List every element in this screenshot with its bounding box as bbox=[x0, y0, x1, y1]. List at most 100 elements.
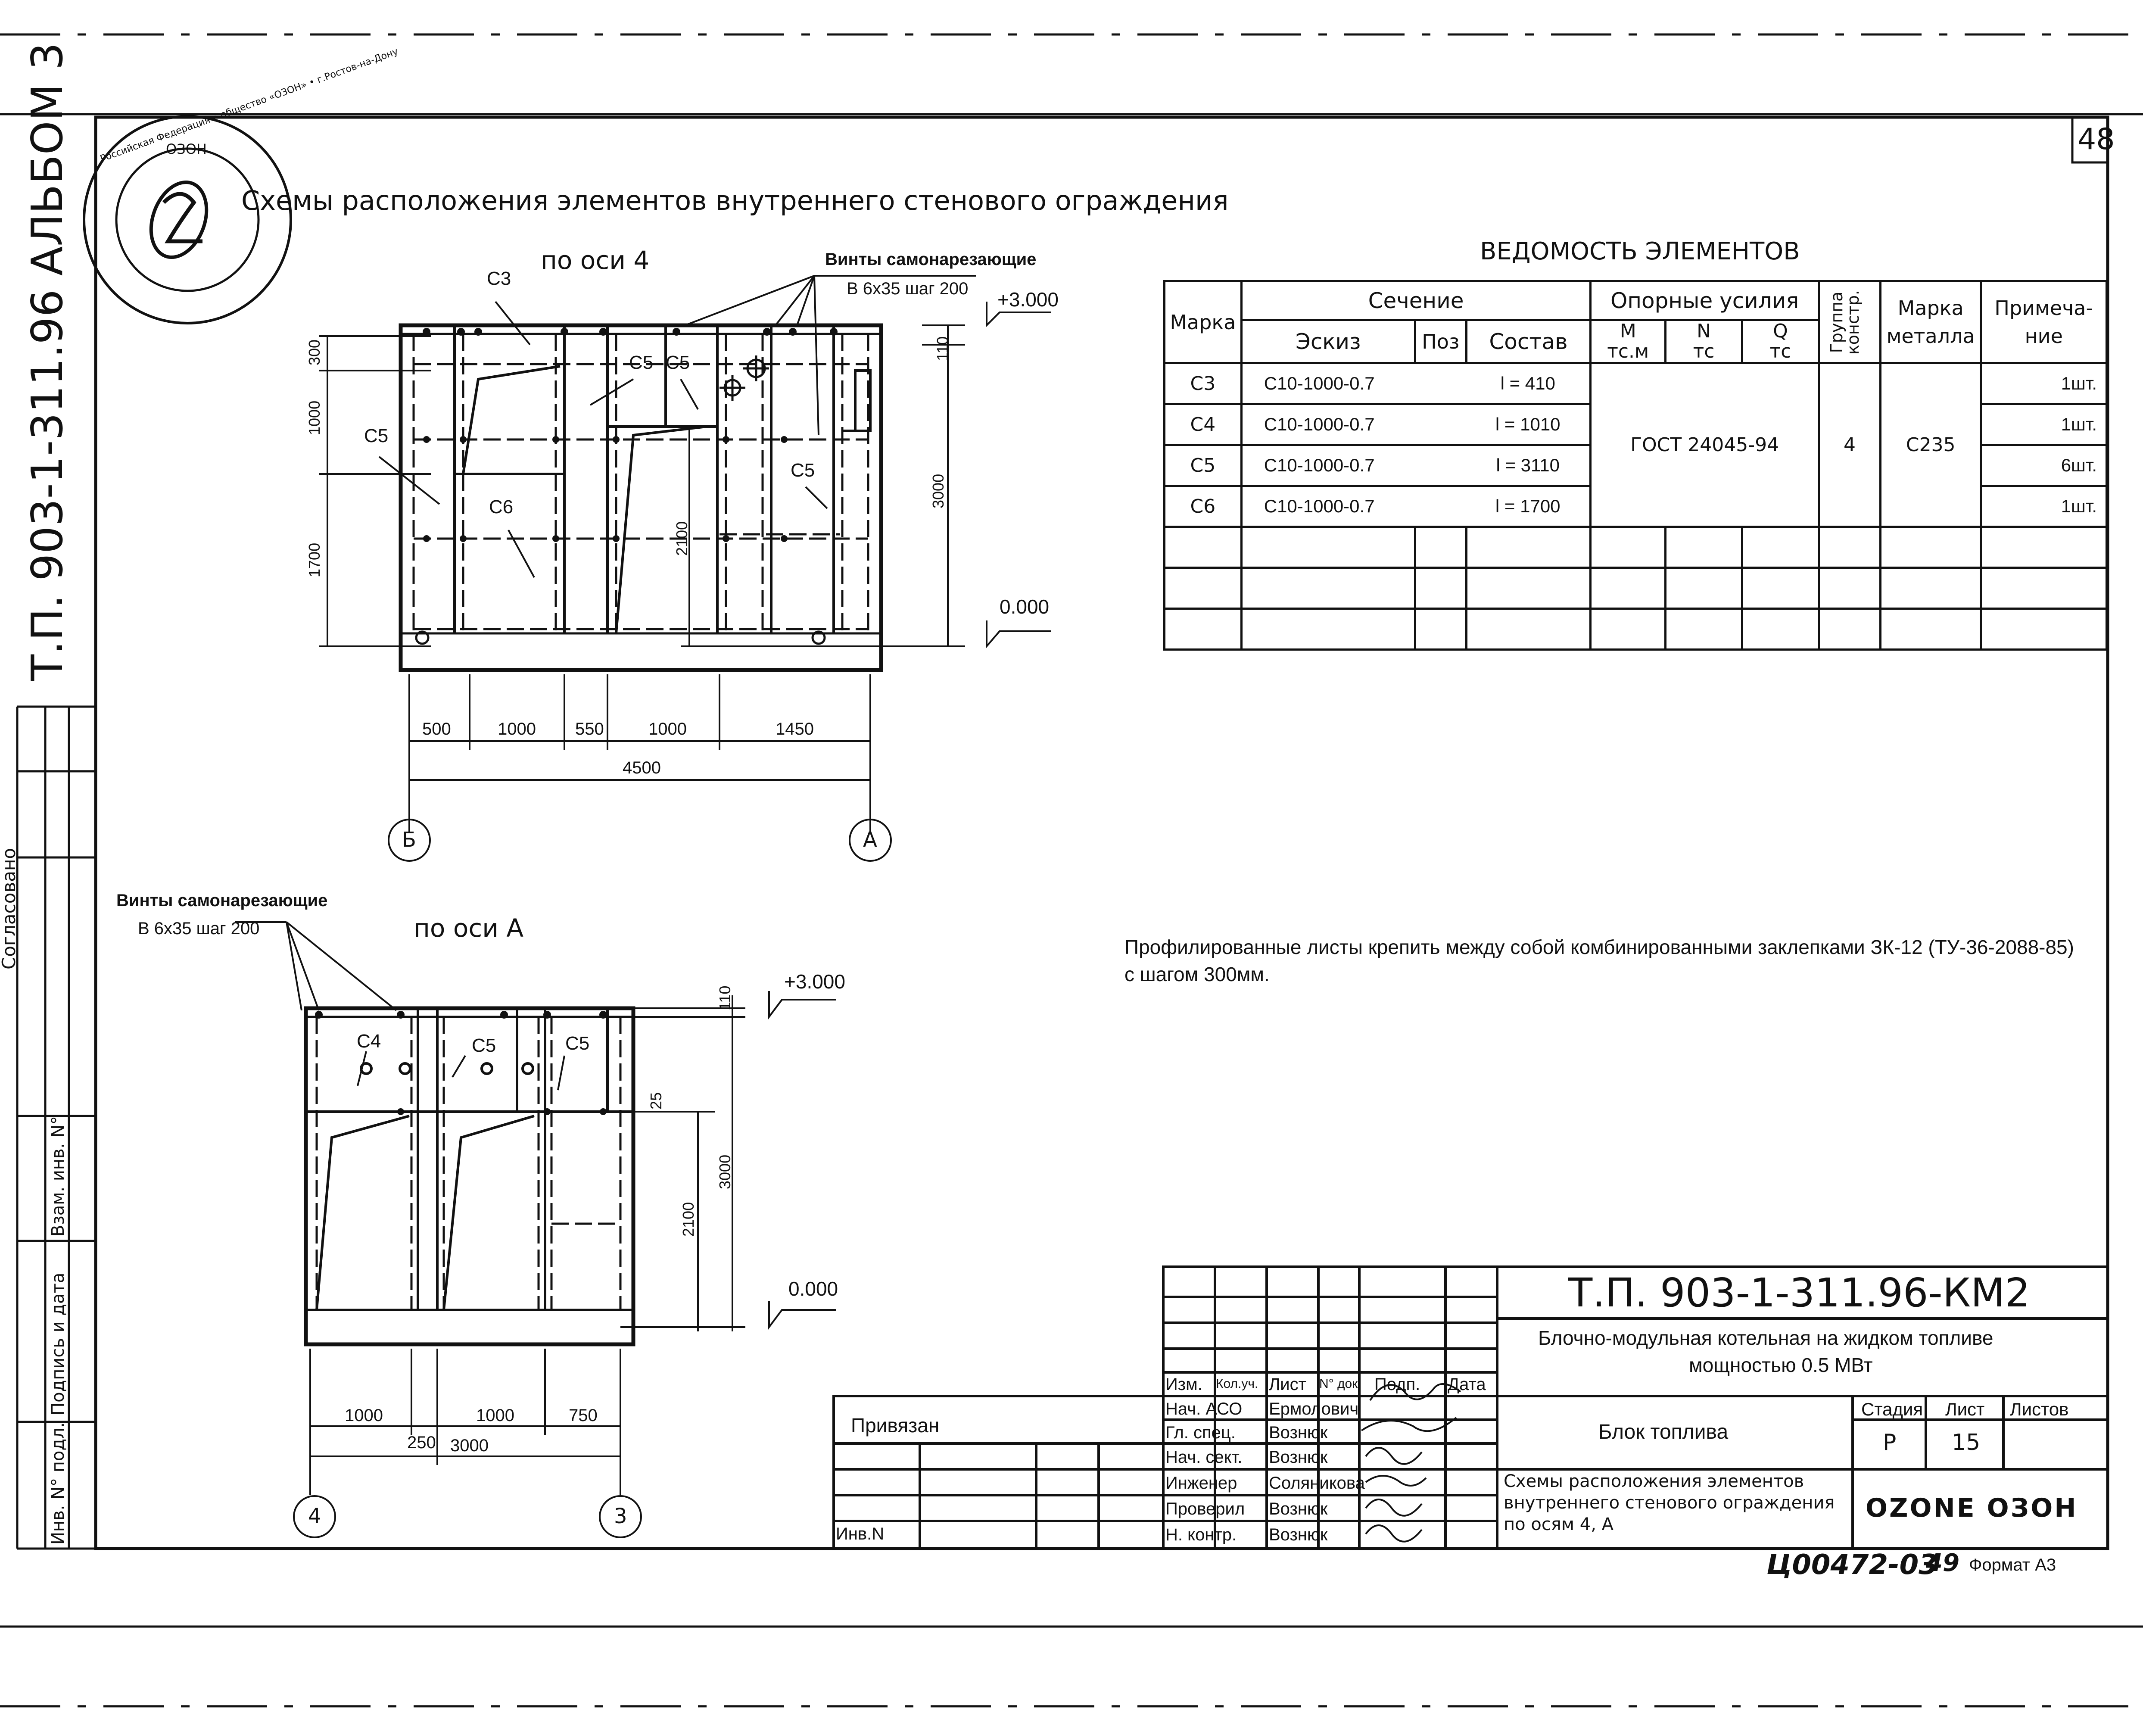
schedule-metal-value: С235 bbox=[1879, 362, 1982, 528]
schedule-row-note: 1шт. bbox=[1980, 403, 2108, 446]
footer-num: 49 bbox=[1926, 1549, 1959, 1577]
drawing-1-dim-right-2100: 2100 bbox=[673, 521, 691, 556]
tb-name: Вознюк bbox=[1269, 1448, 1328, 1467]
schedule-header-m-label: М bbox=[1620, 320, 1636, 343]
drawing-2-mark-c4: С4 bbox=[357, 1031, 381, 1052]
title-code: Т.П. 903-1-311.96-КМ2 bbox=[1568, 1270, 2030, 1316]
schedule-header-n-label: N bbox=[1697, 320, 1711, 343]
schedule-row-mark: С5 bbox=[1163, 444, 1243, 487]
schedule-header-group: Группа констр. bbox=[1817, 280, 1881, 364]
tb-name: Вознюк bbox=[1269, 1499, 1328, 1518]
note-line-1: Профилированные листы крепить между собо… bbox=[1124, 936, 2074, 958]
drawing-1-mark-c6: С6 bbox=[489, 496, 514, 517]
drawing-2-dim-250: 250 bbox=[407, 1433, 436, 1452]
tb-sheet-title-2: внутреннего стенового ограждения bbox=[1504, 1493, 1835, 1513]
drawing-2-mark-c5b: С5 bbox=[565, 1033, 590, 1054]
side-agreed: Согласовано bbox=[0, 848, 19, 969]
schedule-header-q-unit: тс bbox=[1769, 340, 1791, 362]
schedule-row-comp: l = 3110 bbox=[1466, 444, 1592, 487]
tb-role: Гл. спец. bbox=[1165, 1423, 1236, 1442]
project-line-2: мощностью 0.5 МВт bbox=[1689, 1354, 1873, 1376]
schedule-row-note: 1шт. bbox=[1980, 362, 2108, 405]
tb-header-stage: Стадия bbox=[1861, 1399, 1923, 1419]
schedule-header-forces: Опорные усилия bbox=[1589, 280, 1820, 321]
side-inv-podl: Инв. N° подл. bbox=[48, 1422, 68, 1545]
schedule-header-pos: Поз bbox=[1414, 319, 1467, 364]
tb-name: Ермолович bbox=[1269, 1399, 1359, 1418]
main-title: Схемы расположения элементов внутреннего… bbox=[241, 185, 1229, 216]
tb-header-izm: Изм. bbox=[1165, 1375, 1202, 1394]
drawing-2-dim-1000a: 1000 bbox=[345, 1406, 383, 1425]
drawing-1-subtitle: по оси 4 bbox=[541, 246, 650, 275]
tb-stage-value: Р bbox=[1883, 1430, 1897, 1455]
schedule-title: ВЕДОМОСТЬ ЭЛЕМЕНТОВ bbox=[1480, 237, 1800, 265]
side-sign-date: Подпись и дата bbox=[48, 1272, 68, 1415]
tb-role: Нач. сект. bbox=[1165, 1448, 1243, 1467]
drawing-1-dim-left-1000: 1000 bbox=[305, 400, 323, 435]
drawing-2-screws-2: В 6x35 шаг 200 bbox=[138, 919, 260, 938]
side-inv-zam: Взам. инв. N° bbox=[48, 1116, 68, 1237]
drawing-2-dim-total: 3000 bbox=[450, 1436, 489, 1455]
drawing-2-dim-110: 110 bbox=[716, 985, 734, 1010]
schedule-row-note: 6шт. bbox=[1980, 444, 2108, 487]
axis-b-label: Б bbox=[402, 828, 416, 852]
schedule-table: Марка Сечение Опорные усилия Группа конс… bbox=[1163, 280, 2108, 651]
drawing-1-dim-right-3000: 3000 bbox=[929, 474, 947, 508]
schedule-row-note: 1шт. bbox=[1980, 485, 2108, 528]
drawing-1-mark-c5a: С5 bbox=[364, 425, 389, 446]
tb-role: Н. контр. bbox=[1165, 1525, 1237, 1544]
drawing-1-mark-c5d: С5 bbox=[791, 460, 815, 481]
schedule-row-comp: l = 410 bbox=[1466, 362, 1592, 405]
note-line-2: с шагом 300мм. bbox=[1124, 963, 1270, 985]
format-label: Формат А3 bbox=[1969, 1555, 2056, 1574]
schedule-row-sketch: С10-1000-0.7 bbox=[1240, 485, 1467, 528]
schedule-header-note-2: ние bbox=[2025, 324, 2063, 348]
drawing-1-dim-left-300: 300 bbox=[305, 339, 323, 365]
drawing-2-dim-1000b: 1000 bbox=[476, 1406, 514, 1425]
tb-name: Вознюк bbox=[1269, 1525, 1328, 1544]
tb-header-kol: Кол.уч. bbox=[1216, 1377, 1258, 1391]
tb-sheet-value: 15 bbox=[1952, 1430, 1981, 1455]
schedule-row-mark: С4 bbox=[1163, 403, 1243, 446]
drawing-2-dim-25: 25 bbox=[647, 1092, 665, 1110]
schedule-header-metal-2: металла bbox=[1886, 324, 1975, 348]
axis-4-label: 4 bbox=[308, 1504, 321, 1528]
schedule-row-comp: l = 1010 bbox=[1466, 403, 1592, 446]
schedule-header-section: Сечение bbox=[1240, 280, 1592, 321]
tb-header-sheet: Лист bbox=[1945, 1399, 1985, 1419]
drawing-1-dim-total: 4500 bbox=[623, 758, 661, 777]
drawing-2-level-bottom: 0.000 bbox=[788, 1278, 838, 1300]
stamp-inner-text: ОЗОН bbox=[166, 141, 207, 157]
tb-role: Инженер bbox=[1165, 1474, 1237, 1493]
round-stamp bbox=[83, 115, 292, 324]
company-logo: OZONE ОЗОН bbox=[1866, 1493, 2078, 1523]
drawing-1-screws-2: В 6x35 шаг 200 bbox=[847, 279, 969, 298]
schedule-header-note: Примеча-ние bbox=[1980, 280, 2108, 364]
tb-building: Блок топлива bbox=[1598, 1421, 1729, 1443]
drawing-1-level-bottom: 0.000 bbox=[1000, 595, 1050, 618]
schedule-row-sketch: С10-1000-0.7 bbox=[1240, 444, 1467, 487]
tb-privyazan: Привязан bbox=[851, 1414, 940, 1437]
schedule-header-group-text: Группа констр. bbox=[1827, 290, 1863, 355]
schedule-forces-value: ГОСТ 24045-94 bbox=[1589, 362, 1820, 528]
drawing-2-screws-1: Винты самонарезающие bbox=[116, 891, 328, 910]
tb-inv-n: Инв.N bbox=[836, 1524, 885, 1543]
tb-header-sign: Подп. bbox=[1374, 1375, 1420, 1394]
page-number: 48 bbox=[2078, 122, 2115, 156]
tb-role: Проверил bbox=[1165, 1499, 1245, 1518]
project-line-1: Блочно-модульная котельная на жидком топ… bbox=[1538, 1327, 1993, 1349]
drawing-1-dim-left-1700: 1700 bbox=[305, 542, 323, 577]
schedule-header-note-1: Примеча- bbox=[1994, 296, 2093, 320]
album-label: Т.П. 903-1-311.96 АЛЬБОМ 3 bbox=[22, 42, 72, 681]
axis-a-label: А bbox=[863, 828, 877, 852]
schedule-header-n-unit: тс bbox=[1693, 340, 1715, 362]
drawing-2-dim-2100: 2100 bbox=[679, 1202, 697, 1237]
drawing-1-level-top: +3.000 bbox=[997, 288, 1059, 311]
schedule-header-sketch: Эскиз bbox=[1240, 319, 1416, 364]
drawing-2-dim-750: 750 bbox=[569, 1406, 598, 1425]
drawing-1-dim-right-110: 110 bbox=[934, 336, 951, 361]
